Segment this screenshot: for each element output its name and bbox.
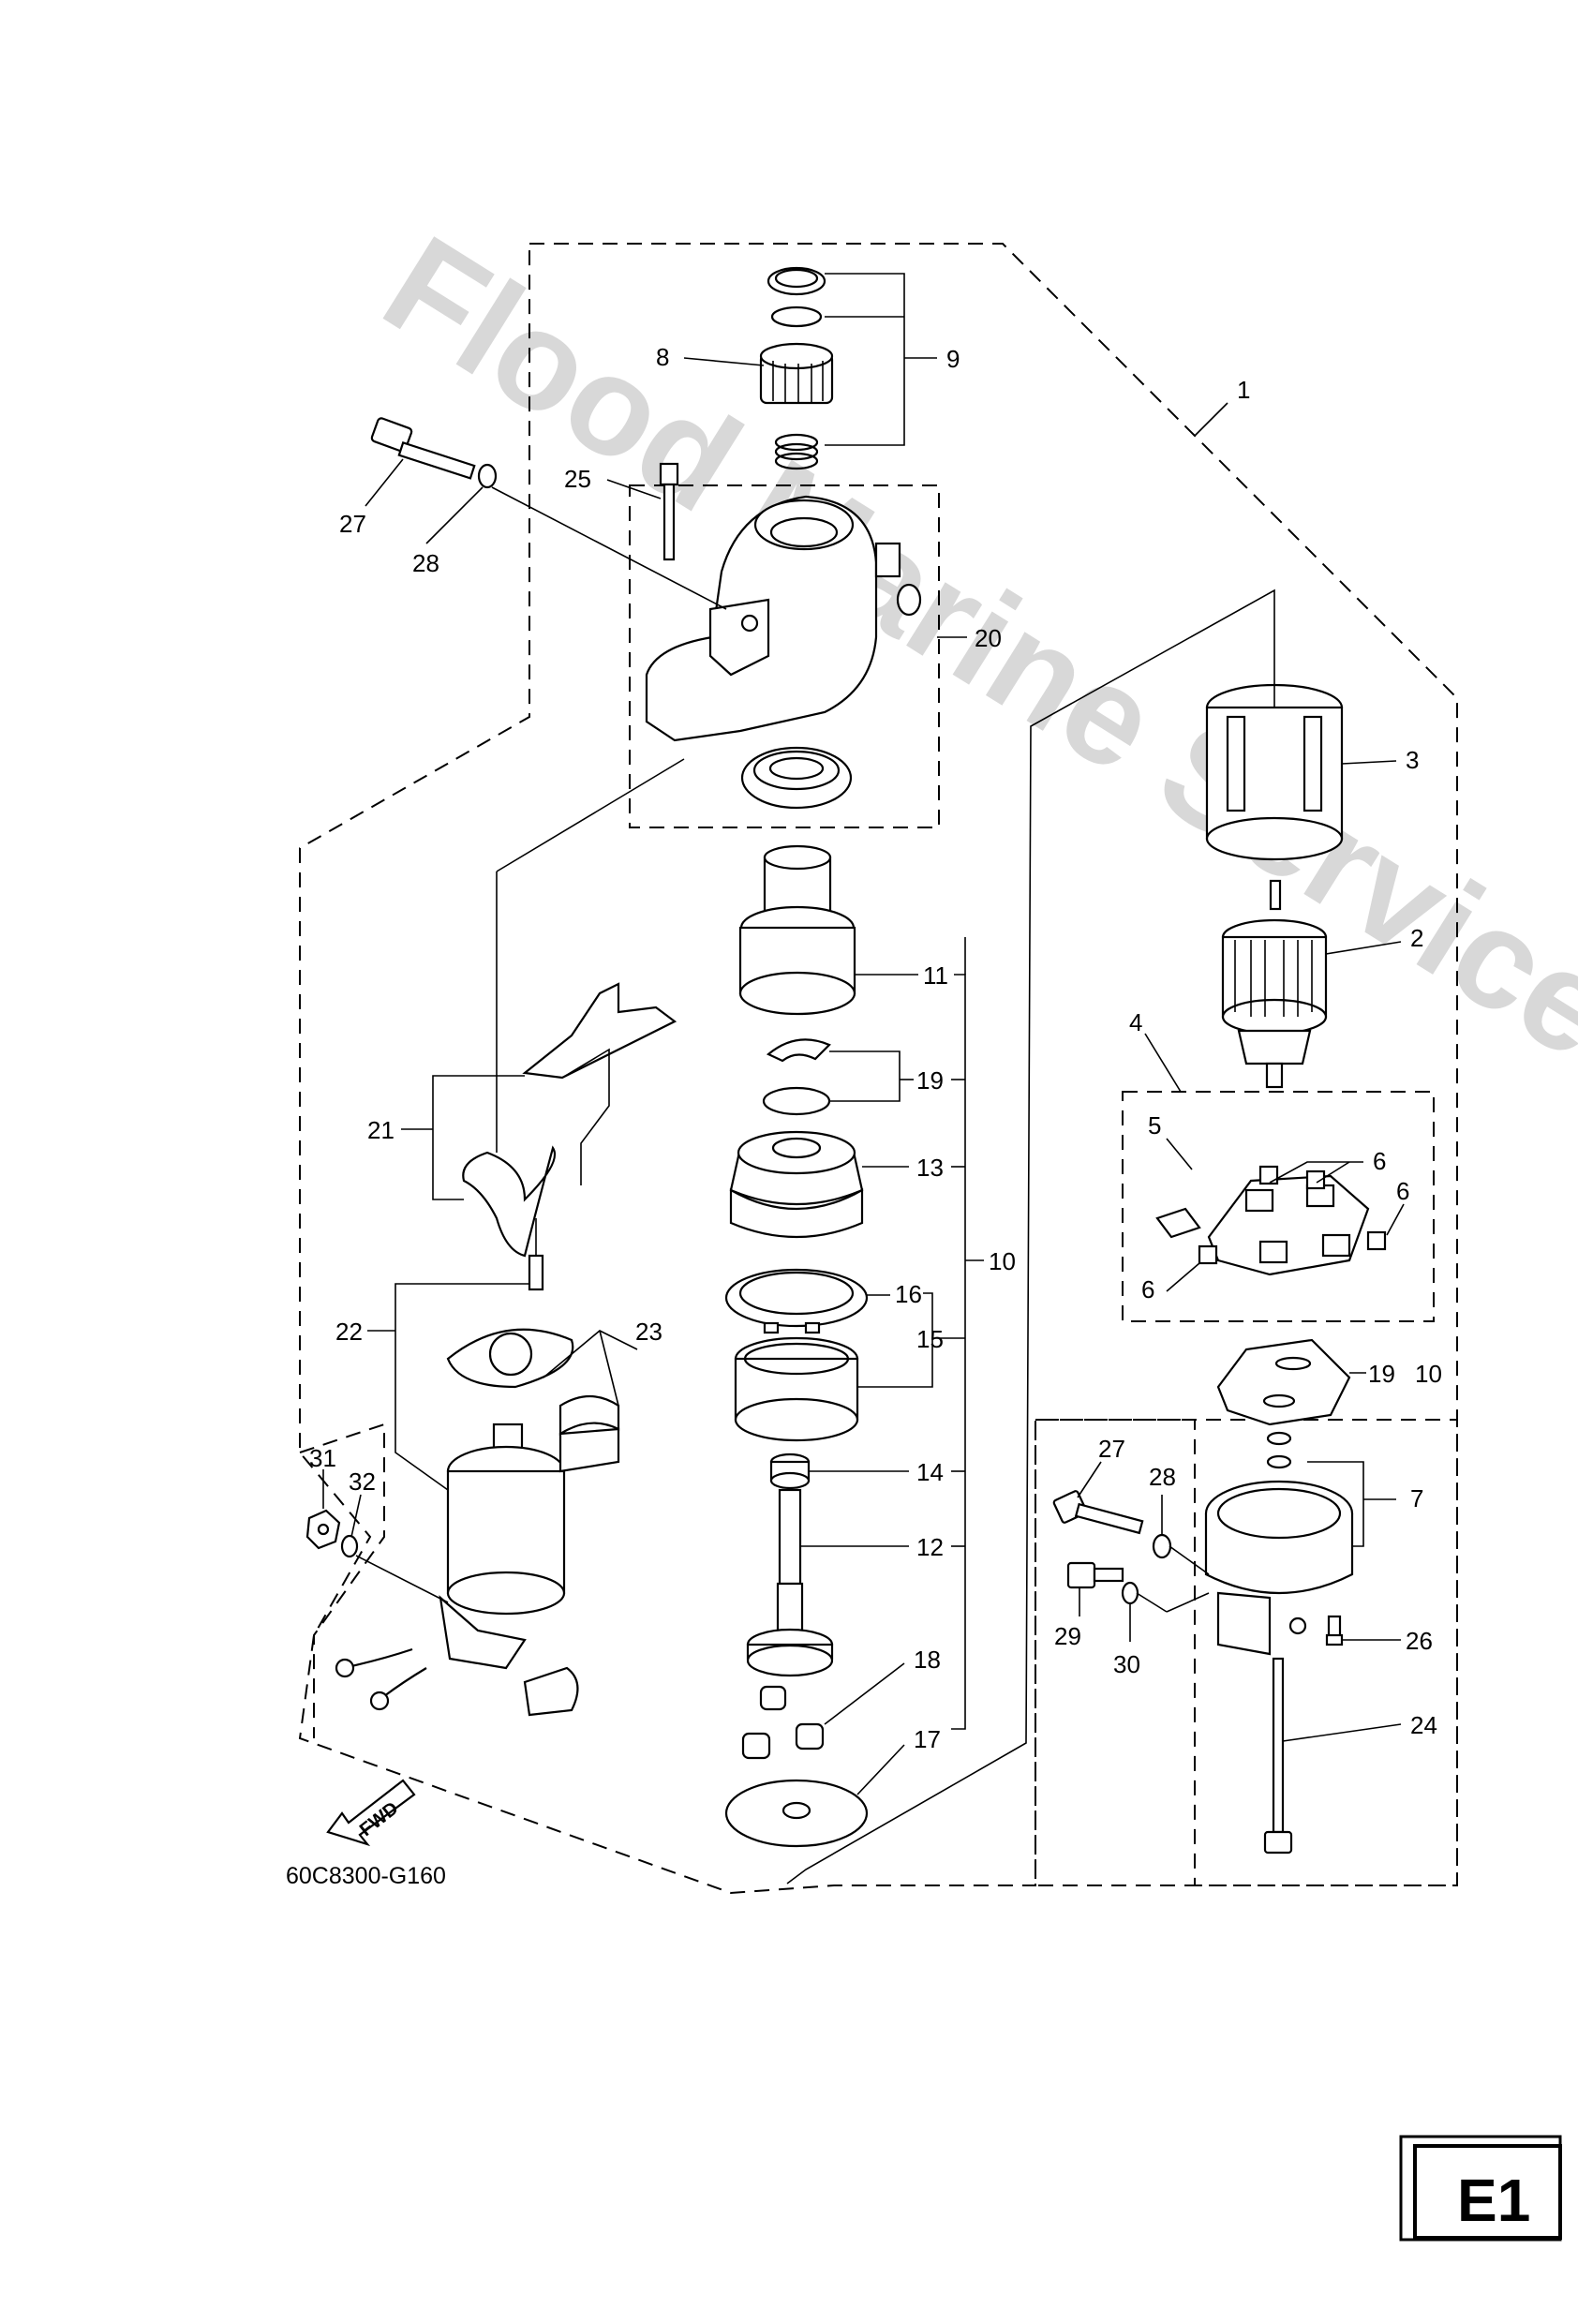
through-bolt-part xyxy=(1263,1657,1293,1855)
bolt-part xyxy=(370,417,476,480)
washer-part xyxy=(340,1534,359,1558)
watermark-text: Flood Marine Services xyxy=(359,205,1578,1129)
pinion-gear-part xyxy=(759,342,834,405)
motor-area-box xyxy=(299,1423,385,1738)
callout-28b: 28 xyxy=(1149,1463,1176,1491)
callout-6a: 6 xyxy=(1373,1147,1386,1175)
brush-holder-box xyxy=(1122,1091,1435,1322)
callout-6c: 6 xyxy=(1141,1275,1154,1304)
callout-18: 18 xyxy=(914,1646,941,1674)
callout-26: 26 xyxy=(1406,1627,1433,1655)
callout-6b: 6 xyxy=(1396,1177,1409,1205)
diagram-code: 60C8300-G160 xyxy=(286,1863,446,1889)
e-clip-part xyxy=(766,1038,831,1063)
brush-part xyxy=(1366,1230,1387,1251)
callout-23: 23 xyxy=(635,1318,662,1346)
callout-24: 24 xyxy=(1410,1711,1437,1739)
front-cover-box xyxy=(629,484,940,828)
screw-part xyxy=(1325,1615,1344,1646)
washer-part xyxy=(477,463,498,489)
callout-4: 4 xyxy=(1129,1008,1142,1036)
callout-9: 9 xyxy=(946,345,960,373)
internal-gear-part xyxy=(734,1336,859,1442)
brush-part xyxy=(1305,1169,1326,1190)
callout-19a: 19 xyxy=(916,1066,944,1095)
washer-part xyxy=(1121,1581,1139,1605)
callout-22: 22 xyxy=(335,1318,363,1346)
small-washer-part xyxy=(1266,1431,1292,1446)
callout-30: 30 xyxy=(1113,1650,1140,1678)
brush-part xyxy=(1198,1244,1218,1265)
callout-31: 31 xyxy=(309,1444,336,1472)
thrust-washer-part xyxy=(762,1086,831,1116)
gear-housing-part xyxy=(729,1130,864,1239)
callout-21: 21 xyxy=(367,1116,394,1144)
callout-27a: 27 xyxy=(339,510,366,538)
bolt-part xyxy=(1052,1490,1144,1535)
yoke-part xyxy=(1205,683,1344,861)
drive-shaft-part xyxy=(738,844,856,1016)
callout-3: 3 xyxy=(1406,746,1419,774)
callout-10: 10 xyxy=(989,1247,1016,1275)
planetary-gears-part xyxy=(741,1685,825,1760)
rear-cover-part xyxy=(1204,1480,1354,1656)
plunger-part xyxy=(558,1395,620,1473)
callout-25: 25 xyxy=(564,465,591,493)
planetary-shaft-part xyxy=(746,1488,834,1677)
page-code: E1 xyxy=(1457,2167,1530,2234)
callout-32: 32 xyxy=(349,1467,376,1496)
callout-1: 1 xyxy=(1237,376,1250,404)
internal-gear-ring-part xyxy=(724,1268,869,1334)
spring-part xyxy=(774,433,819,470)
bushing-part xyxy=(769,1452,811,1490)
leader-lines xyxy=(322,273,1405,1885)
small-washer-part xyxy=(1266,1454,1292,1469)
snap-ring-part xyxy=(770,305,823,328)
callout-16: 16 xyxy=(895,1280,922,1308)
gear-plate-part xyxy=(724,1779,869,1848)
callout-13: 13 xyxy=(916,1154,944,1182)
page-code-box: E1 xyxy=(1399,2135,1562,2242)
through-bolt-part xyxy=(659,462,679,561)
brush-part xyxy=(1258,1165,1279,1185)
fwd-arrow-icon: FWD xyxy=(326,1779,416,1847)
armature-part xyxy=(1221,879,1328,1089)
callout-2: 2 xyxy=(1410,924,1423,952)
ring-part xyxy=(767,266,826,296)
callout-20: 20 xyxy=(975,624,1002,652)
callout-10b: 10 xyxy=(1415,1360,1442,1388)
callout-14: 14 xyxy=(916,1458,944,1486)
callout-15: 15 xyxy=(916,1325,944,1353)
callout-7: 7 xyxy=(1410,1484,1423,1512)
shift-lever-part xyxy=(462,982,677,1258)
callout-5: 5 xyxy=(1148,1111,1161,1140)
front-housing-part xyxy=(645,495,922,742)
callout-12: 12 xyxy=(916,1533,944,1561)
callout-17: 17 xyxy=(914,1725,941,1753)
brush-holder-part xyxy=(1155,1174,1370,1276)
callout-28a: 28 xyxy=(412,549,439,577)
callout-27b: 27 xyxy=(1098,1435,1125,1463)
callout-11: 11 xyxy=(923,961,948,990)
bearing-part xyxy=(740,746,853,810)
bolt-part xyxy=(1066,1561,1124,1589)
nut-part xyxy=(305,1509,341,1550)
brush-plate-part xyxy=(1216,1338,1351,1426)
callout-19b: 19 xyxy=(1368,1360,1395,1388)
callout-labels: 1 2 3 4 5 6 6 6 7 8 9 10 11 12 13 14 15 … xyxy=(309,343,1442,1753)
rear-cover-box xyxy=(1035,1419,1458,1886)
solenoid-motor-part xyxy=(335,1254,579,1717)
callout-29: 29 xyxy=(1054,1622,1081,1650)
callout-8: 8 xyxy=(656,343,669,371)
washer-part xyxy=(1152,1533,1172,1559)
